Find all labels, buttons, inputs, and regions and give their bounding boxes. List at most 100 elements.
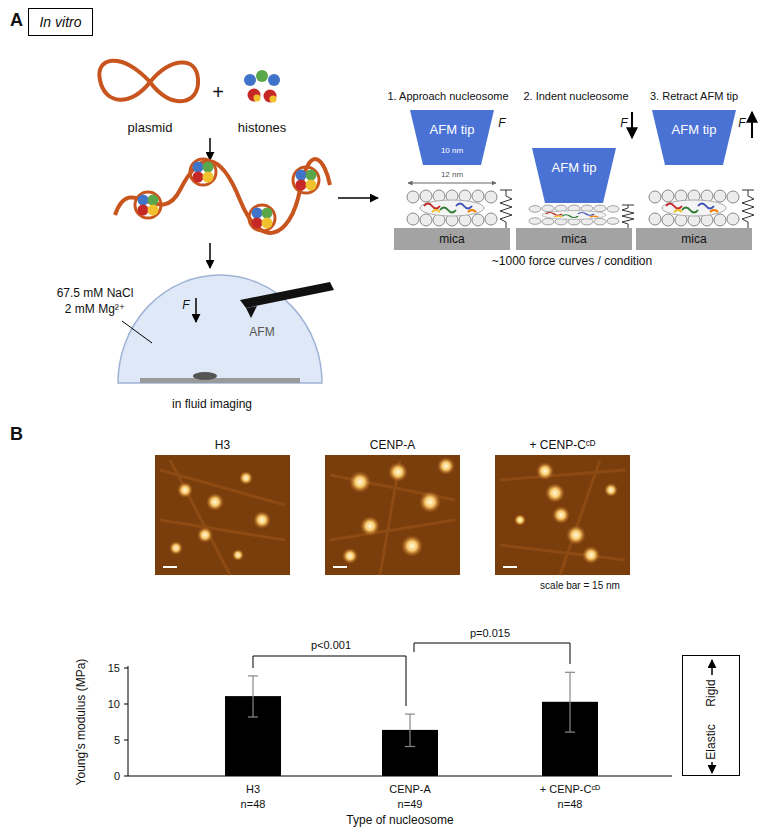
chromatin-drawing — [115, 159, 330, 233]
afm-image — [503, 566, 517, 568]
chart-axis — [124, 740, 128, 741]
category-label: H3 — [246, 783, 260, 796]
error-bar — [409, 714, 410, 746]
tip-shape — [532, 148, 616, 203]
afm-image — [325, 455, 460, 575]
force-label: F — [498, 117, 505, 131]
afm-image — [197, 527, 213, 543]
p-value: p=0.015 — [470, 627, 510, 640]
tip-label: AFM tip — [532, 148, 616, 175]
error-bar — [569, 672, 570, 732]
part-label: histones — [238, 121, 286, 136]
histone-drawing — [264, 90, 277, 103]
afm-image — [401, 535, 423, 557]
spring-symbol — [500, 190, 754, 228]
histone-drawing — [248, 89, 261, 102]
flow-arrow — [209, 243, 211, 268]
significance-bracket — [253, 656, 406, 706]
spring-symbol — [500, 190, 512, 228]
scale-label: Elastic — [704, 724, 718, 759]
mica-substrate: mica — [516, 228, 632, 250]
flow-arrow — [209, 138, 211, 160]
fluid-cell — [195, 298, 197, 322]
bar — [225, 696, 598, 776]
afm-tip: AFM tip — [652, 110, 736, 165]
scale-arrow — [711, 762, 713, 773]
tip-label: AFM tip — [652, 110, 736, 137]
chromatin-drawing — [190, 159, 216, 185]
sample-size: n=48 — [241, 798, 266, 811]
afm-image — [495, 455, 630, 575]
image-title: H3 — [215, 439, 230, 453]
force-label: F — [620, 117, 627, 131]
fluid-cell — [193, 372, 217, 380]
fluid-cell — [140, 378, 300, 383]
dimension-label: 12 nm — [441, 170, 463, 179]
sample-size: n=48 — [558, 798, 583, 811]
afm-image — [253, 511, 271, 529]
category-label: CENP-A — [389, 783, 431, 796]
plus-sign: + — [212, 81, 224, 104]
error-bar — [248, 716, 258, 717]
afm-image — [333, 566, 347, 568]
afm-image — [206, 493, 224, 511]
afm-image — [545, 483, 565, 503]
force-arrow — [751, 112, 753, 138]
spring-symbol — [622, 205, 634, 228]
afm-image — [163, 566, 177, 568]
axis-title: Type of nucleosome — [346, 814, 453, 828]
dimension-arrow — [408, 183, 496, 184]
tick-label: 5 — [114, 734, 120, 747]
spring-symbol — [742, 190, 754, 228]
histone-drawing — [256, 70, 268, 82]
plasmid-drawing — [99, 61, 198, 102]
afm-image — [437, 457, 455, 475]
tick-label: 0 — [114, 770, 120, 783]
tip-shape — [532, 148, 616, 203]
afm-image — [155, 455, 630, 575]
afm-image — [232, 549, 244, 561]
error-bar — [248, 672, 575, 746]
histone-drawing — [268, 74, 280, 86]
mica-label: mica — [561, 232, 586, 246]
step-label: 3. Retract AFM tip — [650, 90, 738, 103]
mica-substrate: mica — [394, 228, 510, 250]
fluid-cell — [246, 306, 257, 318]
afm-image — [155, 455, 290, 575]
error-bar — [565, 731, 575, 732]
chromatin-drawing — [135, 192, 161, 218]
fluid-cell — [118, 275, 334, 383]
flow-arrow — [338, 197, 378, 199]
scale-label: Rigid — [704, 679, 718, 706]
afm-image — [566, 525, 586, 545]
chromatin-drawing — [249, 205, 275, 231]
method-box: In vitro — [28, 8, 93, 36]
tip-shape — [652, 110, 736, 165]
tick-label: 10 — [108, 698, 120, 711]
afm-image — [582, 546, 600, 564]
scale-arrow — [711, 660, 713, 675]
afm-image — [160, 460, 285, 575]
instrument-label: AFM — [249, 326, 274, 340]
image-title: CENP-A — [370, 439, 415, 453]
plasmid-drawing — [99, 61, 198, 102]
note: ~1000 force curves / condition — [492, 255, 652, 269]
afm-image — [349, 471, 371, 493]
tip-shape — [652, 110, 736, 165]
chart-axis — [128, 666, 129, 776]
significance-bracket — [414, 643, 570, 664]
panel-letter: B — [10, 424, 23, 445]
p-value: p<0.001 — [311, 639, 351, 652]
afm-image — [177, 482, 193, 498]
tip-shape — [410, 110, 494, 165]
scale-note: scale bar = 15 nm — [540, 580, 620, 592]
dimension-label: 10 nm — [441, 146, 463, 155]
afm-image — [536, 462, 554, 480]
afm-image — [169, 541, 183, 555]
error-bar — [252, 676, 253, 717]
force-arrow — [631, 112, 633, 138]
axis-title: Young’s modulus (MPa) — [75, 659, 89, 786]
chart-axis — [124, 668, 128, 669]
chromatin-drawing — [115, 159, 330, 233]
